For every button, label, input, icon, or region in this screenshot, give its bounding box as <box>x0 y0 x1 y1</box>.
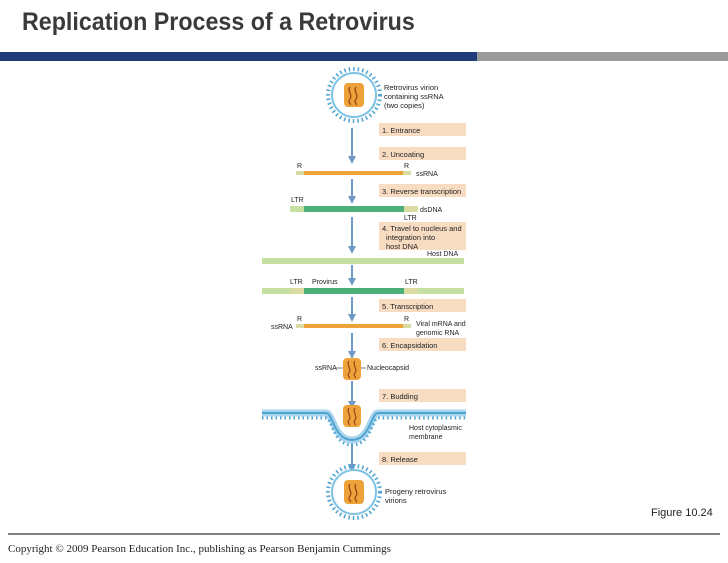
rna-r-end-left-2 <box>296 324 304 328</box>
step-8-label: 8. Release <box>382 455 418 464</box>
figure-label: Figure 10.24 <box>651 507 713 519</box>
host-dna-strand <box>262 258 464 264</box>
r-label-left-2: R <box>297 316 302 323</box>
ltr-right-1 <box>404 206 418 212</box>
ltr-label-left-1: LTR <box>291 197 304 204</box>
viral-mrna-strand <box>304 324 403 328</box>
step-box-8 <box>379 452 466 465</box>
host-dna-label: Host DNA <box>427 251 458 258</box>
step-box-2 <box>379 147 466 160</box>
title-underline-grey <box>477 52 728 61</box>
step-box-5 <box>379 299 466 312</box>
step-box-6 <box>379 338 466 351</box>
footer-divider <box>8 533 720 535</box>
step-2-label: 2. Uncoating <box>382 150 424 159</box>
virion-label-line1: Retrovirus virion <box>384 83 438 92</box>
step-box-1 <box>379 123 466 136</box>
rna-r-end-right-2 <box>403 324 411 328</box>
ltr-label-left-2: LTR <box>290 279 303 286</box>
dsdna-strand <box>304 206 404 212</box>
virion-label-line3: (two copies) <box>384 101 425 110</box>
r-label-right-2: R <box>404 316 409 323</box>
step-4-label-line1: 4. Travel to nucleus and <box>382 224 462 233</box>
copyright-notice: Copyright © 2009 Pearson Education Inc.,… <box>8 543 391 555</box>
budding-nucleocapsid <box>343 405 361 427</box>
step-box-3 <box>379 184 466 197</box>
viral-mrna-label-line1: Viral mRNA and <box>416 321 466 328</box>
step-4-label-line2: integration into <box>386 233 435 242</box>
host-dna-left <box>262 288 290 294</box>
step-3-label: 3. Reverse transcription <box>382 187 461 196</box>
ssrna-label-3: ssRNA <box>315 365 337 372</box>
step-5-label: 5. Transcription <box>382 302 433 311</box>
r-label-right-1: R <box>404 163 409 170</box>
progeny-label-line2: virions <box>385 496 407 505</box>
retrovirus-virion-top <box>326 67 382 123</box>
slide-title: Replication Process of a Retrovirus <box>22 8 415 36</box>
title-underline-blue <box>0 52 477 61</box>
rna-r-end-right <box>403 171 411 175</box>
step-box-7 <box>379 389 466 402</box>
step-1-label: 1. Entrance <box>382 126 420 135</box>
ltr-left-1 <box>290 206 304 212</box>
provirus-label: Provirus <box>312 279 338 286</box>
virion-label-line2: containing ssRNA <box>384 92 444 101</box>
progeny-virion <box>326 464 382 520</box>
rna-r-end-left <box>296 171 304 175</box>
step-6-label: 6. Encapsidation <box>382 341 437 350</box>
ssrna-label-1: ssRNA <box>416 171 438 178</box>
host-cytoplasmic-membrane <box>262 409 466 447</box>
step-7-label: 7. Budding <box>382 392 418 401</box>
ltr-right-2 <box>404 288 418 294</box>
dsdna-label: dsDNA <box>420 207 443 214</box>
step-4-label-line3: host DNA <box>386 242 418 251</box>
r-label-left-1: R <box>297 163 302 170</box>
host-membrane-label-line1: Host cytoplasmic <box>409 425 462 432</box>
ltr-label-right-1: LTR <box>404 215 417 222</box>
ssrna-strand <box>304 171 403 175</box>
viral-mrna-label-line2: genomic RNA <box>416 330 460 337</box>
ltr-label-right-2: LTR <box>405 279 418 286</box>
ltr-left-2 <box>290 288 304 294</box>
host-dna-right <box>418 288 464 294</box>
host-membrane-label-line2: membrane <box>409 434 443 441</box>
progeny-label-line1: Progeny retrovirus <box>385 487 447 496</box>
nucleocapsid-label: Nucleocapsid <box>367 365 409 372</box>
provirus-strand <box>304 288 404 294</box>
ssrna-label-2: ssRNA <box>271 324 293 331</box>
step-box-4 <box>379 222 466 250</box>
nucleocapsid <box>343 358 361 380</box>
